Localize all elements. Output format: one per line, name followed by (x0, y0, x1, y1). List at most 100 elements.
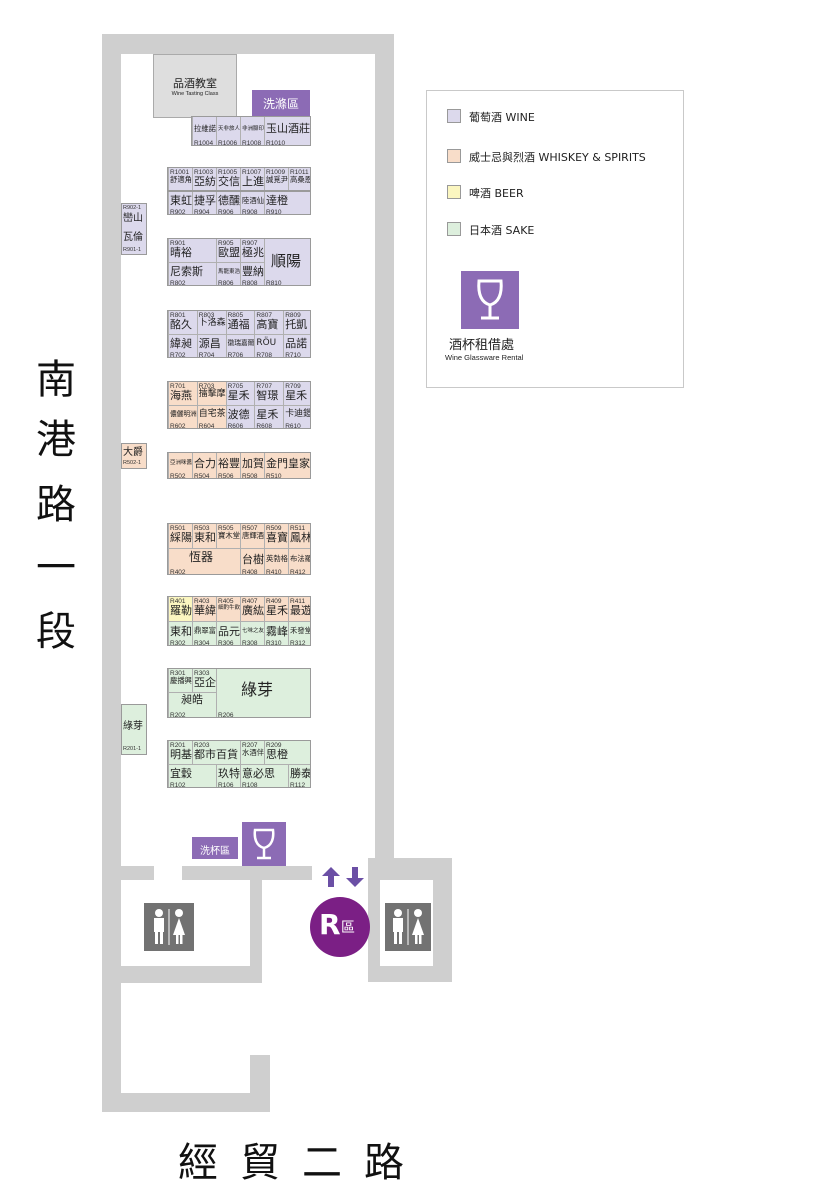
side-booth-r901[interactable]: R902-1 巒山 瓦倫 R901-1 (121, 203, 147, 255)
street-west-char: 一 (36, 545, 76, 591)
restroom-right[interactable] (385, 903, 431, 951)
booth-code: R411 (290, 598, 306, 605)
side-booth-code-bottom: R502-1 (123, 460, 142, 466)
booth-name: 拉維諾 (194, 123, 216, 133)
glass-rental-icon-map[interactable] (242, 822, 286, 866)
side-booth-r201-1[interactable]: 綠芽 R201-1 (121, 704, 147, 755)
booth-name: 智璟 (256, 389, 279, 402)
r-zone-marker[interactable]: R 區 (310, 897, 370, 957)
booth-cell[interactable]: 馬龍東浩集R806 (216, 262, 241, 285)
booth-code: R502 (170, 473, 186, 479)
r-zone-suffix: 區 (341, 920, 355, 936)
booth-code: R704 (198, 352, 215, 358)
legend-swatch (447, 149, 461, 163)
booth-code: R910 (266, 209, 282, 215)
side-booth-r502-1[interactable]: 大爵 R502-1 (121, 443, 147, 469)
restroom-left[interactable] (144, 903, 194, 951)
booth-name: 尼索斯 (170, 265, 203, 278)
booth-code: R907 (242, 240, 258, 247)
